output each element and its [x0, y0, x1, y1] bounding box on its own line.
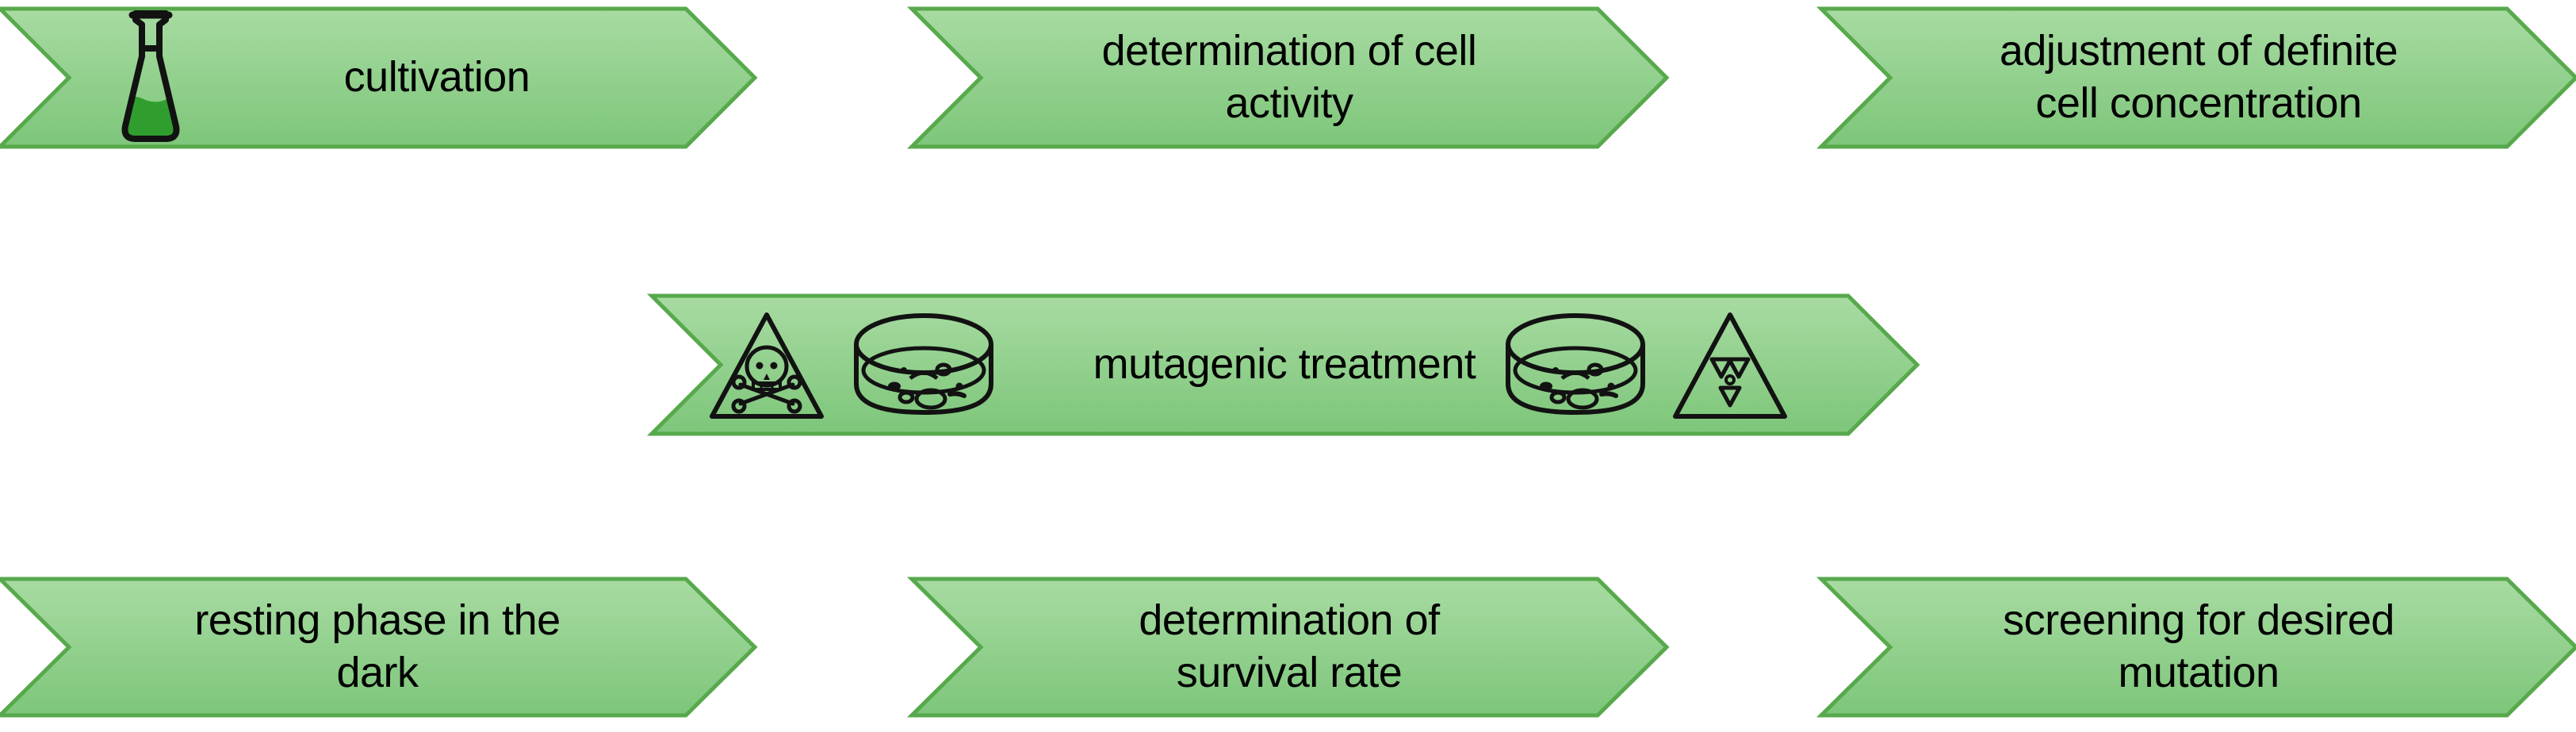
chevron-shape [0, 6, 758, 149]
chevron-shape [646, 293, 1920, 436]
chevron-shape [1816, 6, 2576, 149]
chevron-step-resting-phase[interactable]: resting phase in the dark [0, 577, 758, 718]
chevron-step-cell-activity[interactable]: determination of cell activity [906, 6, 1670, 149]
chevron-step-cultivation[interactable]: cultivation [0, 6, 758, 149]
chevron-step-screening-mutation[interactable]: screening for desired mutation [1816, 577, 2576, 718]
chevron-shape [1816, 577, 2576, 718]
chevron-step-mutagenic-treatment[interactable]: mutagenic treatment [646, 293, 1920, 436]
chevron-shape [906, 577, 1670, 718]
chevron-step-survival-rate[interactable]: determination of survival rate [906, 577, 1670, 718]
chevron-shape [0, 577, 758, 718]
chevron-shape [906, 6, 1670, 149]
chevron-step-cell-concentration[interactable]: adjustment of definite cell concentratio… [1816, 6, 2576, 149]
